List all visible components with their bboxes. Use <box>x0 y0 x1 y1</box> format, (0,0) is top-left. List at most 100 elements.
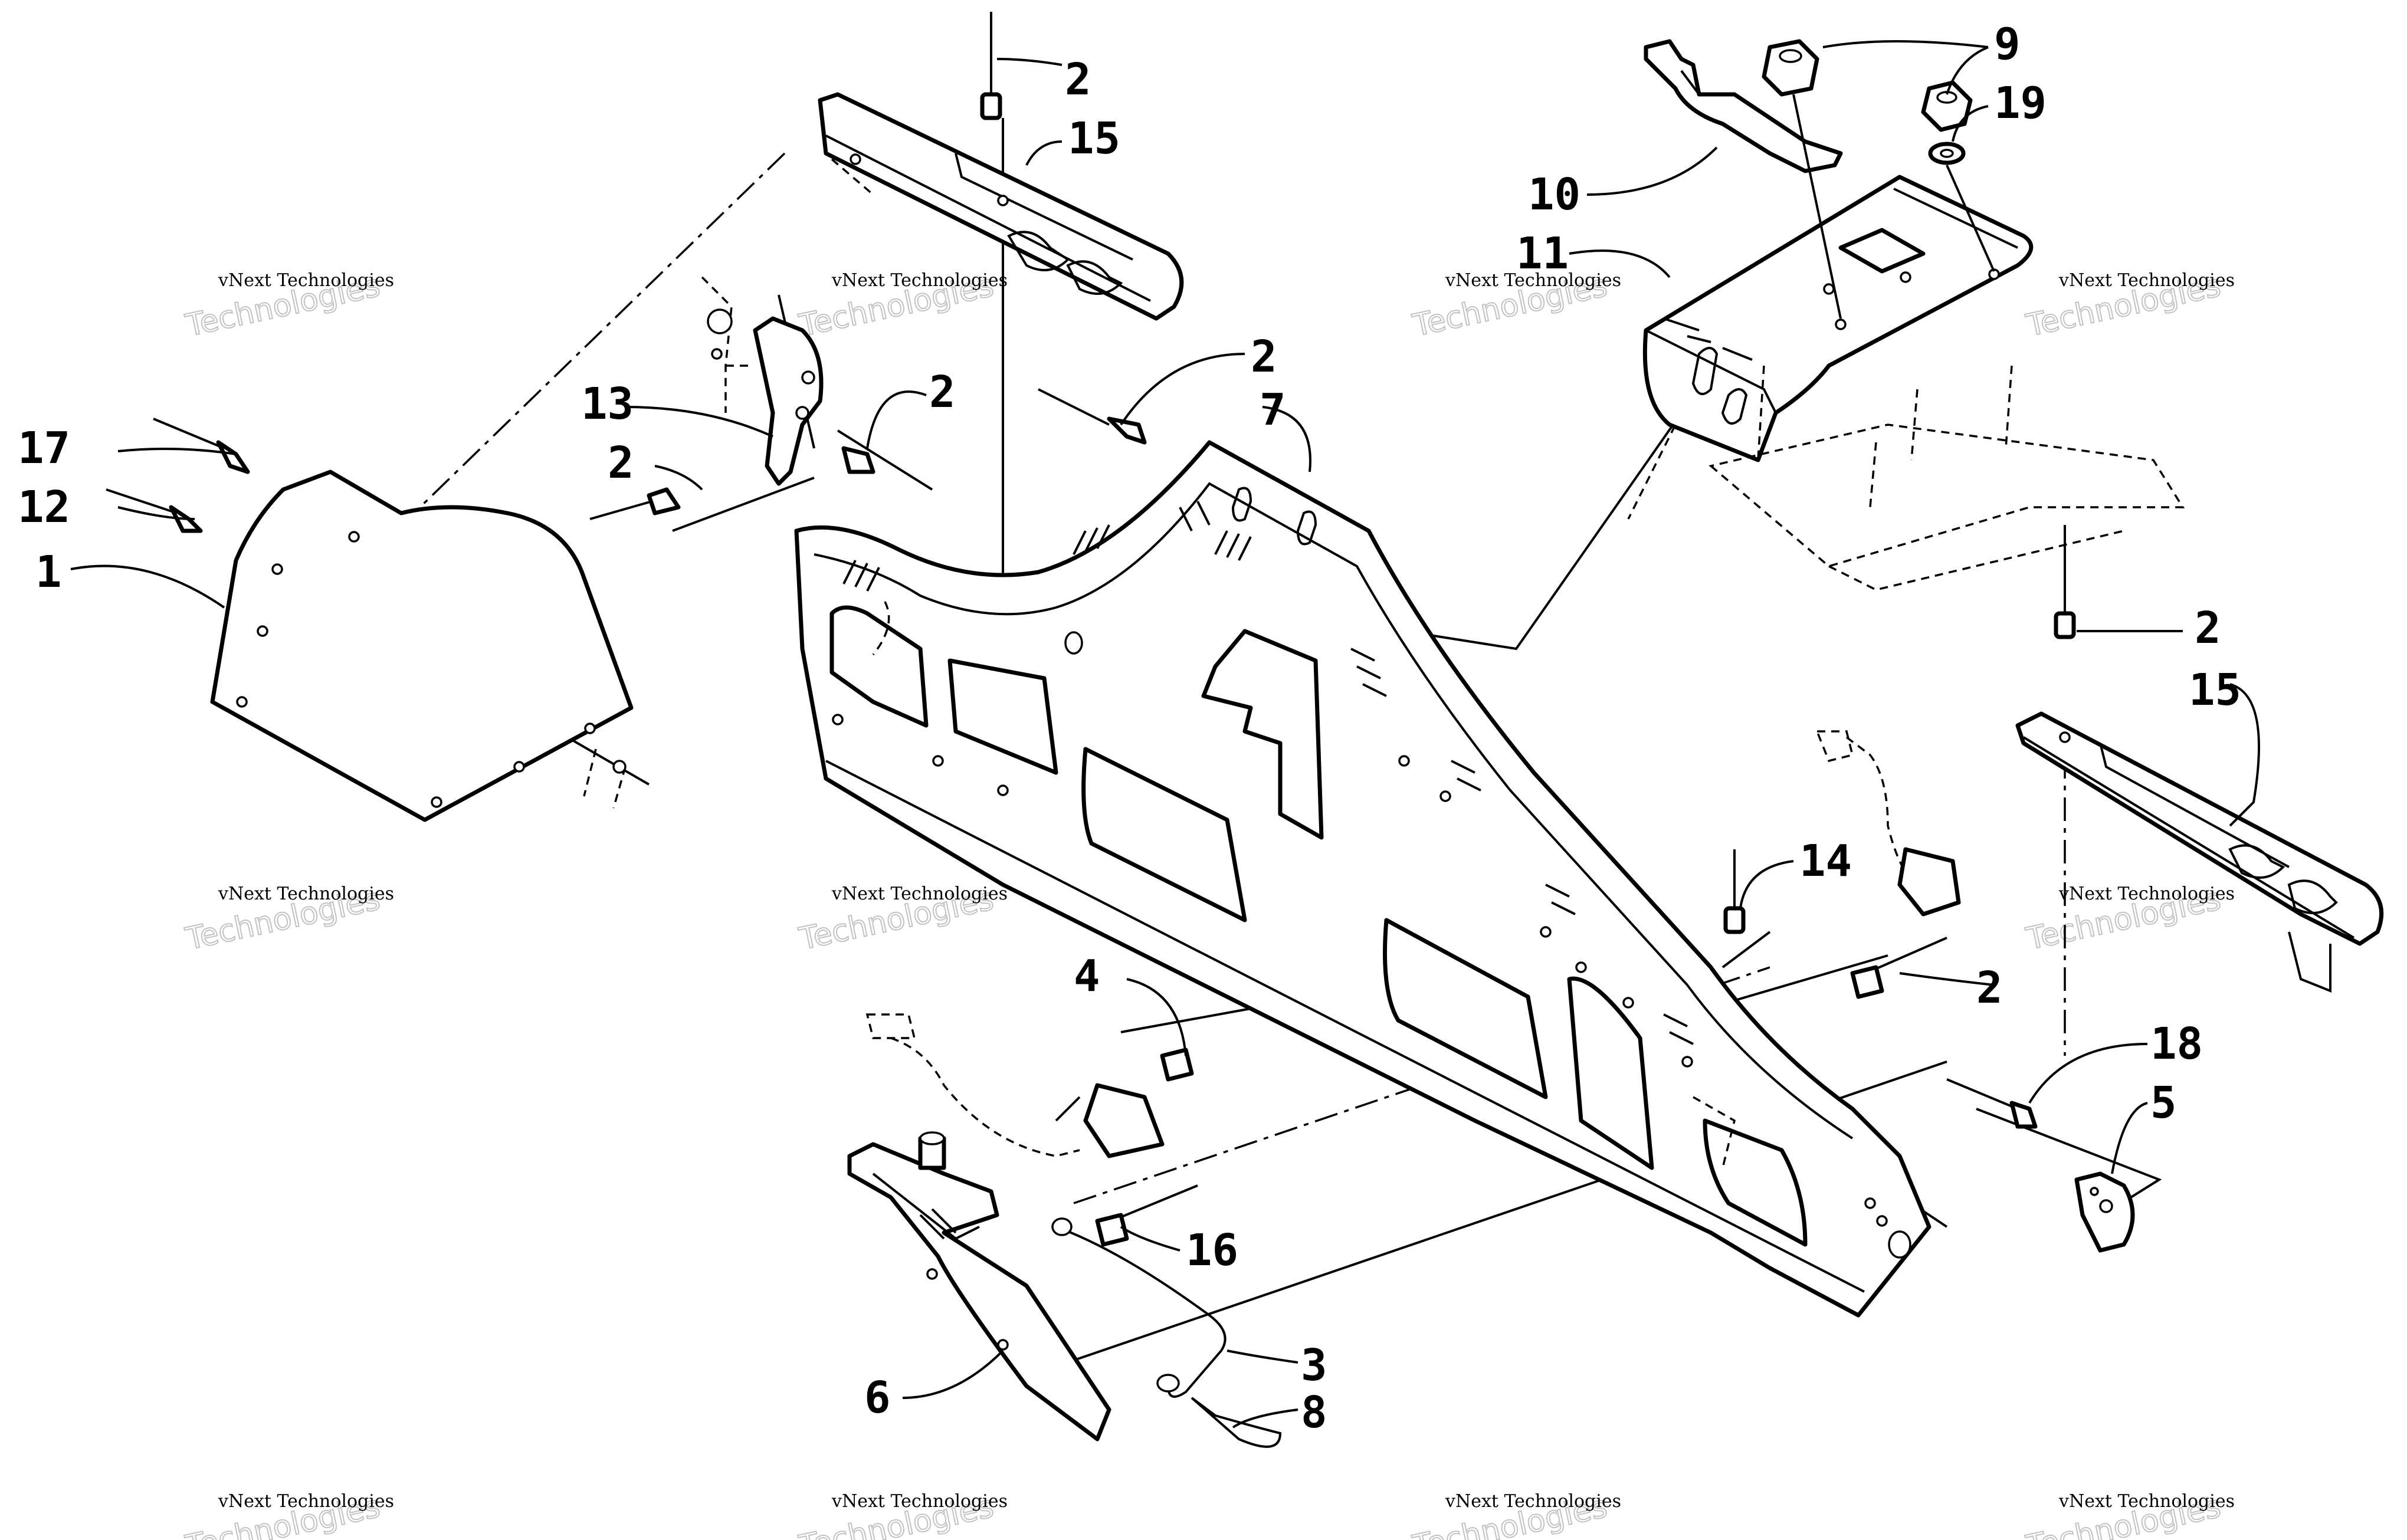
weld-mark <box>1179 501 1211 531</box>
watermark: Technologies vNext Technologies <box>182 881 394 958</box>
bracket-weld <box>919 1208 957 1240</box>
leader-2d <box>1120 353 1245 426</box>
bulkhead-cutout <box>829 605 929 728</box>
svg-text:vNext Technologies: vNext Technologies <box>1445 270 1621 291</box>
rail-flange <box>2099 743 2290 868</box>
bulkhead-hole <box>1888 1230 1911 1259</box>
leader-2b <box>866 390 927 449</box>
callout-11: 11 <box>1516 228 1569 279</box>
svg-text:vNext Technologies: vNext Technologies <box>218 884 394 904</box>
callout-15: 15 <box>1068 113 1120 164</box>
bracket-hole <box>711 348 723 360</box>
leader-9-b <box>1946 46 1989 95</box>
small-plate-hole <box>2099 1199 2113 1213</box>
watermark: Technologies vNext Technologies <box>182 268 394 344</box>
bracket-hole <box>707 308 733 334</box>
rail-hole <box>2059 731 2071 743</box>
plate-weld <box>1663 317 1753 361</box>
watermark: Technologies vNext Technologies <box>1409 268 1621 344</box>
leader-15a <box>1025 140 1063 166</box>
alignment-line <box>382 152 786 544</box>
bulkhead-bottom-edge <box>825 760 1865 1293</box>
plate-part-5 <box>2074 1171 2135 1253</box>
lanyard-eyelet <box>1051 1217 1073 1236</box>
callout-5: 5 <box>2150 1078 2177 1128</box>
rail-slot <box>1066 260 1123 295</box>
callout-9: 9 <box>1994 19 2021 70</box>
side-panel <box>210 469 634 822</box>
bulkhead-hole <box>1681 1056 1693 1068</box>
rivet <box>2054 525 2076 639</box>
watermark: Technologies vNext Technologies <box>2022 268 2235 344</box>
callout-2: 2 <box>608 438 634 488</box>
rail-slot <box>2287 879 2338 914</box>
rivet-head-part-4 <box>1160 1048 1194 1082</box>
panel-hole <box>271 563 283 575</box>
svg-text:vNext Technologies: vNext Technologies <box>2058 270 2235 291</box>
panel-hole <box>236 696 248 708</box>
svg-text:vNext Technologies: vNext Technologies <box>2058 1491 2235 1512</box>
callout-12: 12 <box>18 482 70 533</box>
callout-6: 6 <box>864 1372 891 1423</box>
leader-7 <box>1262 406 1311 472</box>
bulkhead-hole <box>832 714 844 725</box>
svg-text:vNext Technologies: vNext Technologies <box>1445 1491 1621 1512</box>
leader-14 <box>1739 860 1794 909</box>
alignment-line <box>1721 931 1771 968</box>
bulkhead-hole <box>1575 961 1587 973</box>
rail-edge <box>2022 736 2355 939</box>
nut-bore <box>1779 49 1802 63</box>
bulkhead-cutout-arrow <box>1201 629 1324 840</box>
washer-bore <box>1940 149 1954 158</box>
plate-fold <box>1645 329 1777 413</box>
rivet-head-part-17 <box>216 440 250 474</box>
harness-branch <box>1055 1096 1081 1122</box>
rivet <box>1038 388 1147 445</box>
rail-bracket-part-15-lower <box>2015 711 2384 993</box>
watermark: Technologies vNext Technologies <box>2022 881 2235 958</box>
weld-mark <box>1545 884 1576 915</box>
harness-module <box>1083 1083 1165 1158</box>
plate-slot <box>1721 388 1748 425</box>
rivet <box>980 12 1002 120</box>
watermark: Technologies vNext Technologies <box>795 1489 1008 1540</box>
panel-hidden-edge <box>583 748 627 809</box>
bulkhead-hole <box>997 784 1009 796</box>
leader-lines <box>70 40 2260 1429</box>
plate-hole <box>1823 283 1835 295</box>
rail-flange <box>955 153 1133 261</box>
rivet-head <box>647 487 681 515</box>
panel-hole <box>431 796 442 808</box>
wire-harness <box>865 730 1961 1448</box>
bulkhead-cutout <box>1567 976 1654 1170</box>
leader-4 <box>1126 978 1187 1056</box>
alignment-line <box>1403 412 1683 651</box>
small-plate-hole <box>2090 1187 2099 1196</box>
panel-hole <box>348 531 360 543</box>
bracket-part-13 <box>701 276 824 486</box>
bracket-part-6 <box>847 1131 1111 1442</box>
alignment-line <box>672 477 815 532</box>
watermark: Technologies vNext Technologies <box>795 881 1008 958</box>
svg-text:vNext Technologies: vNext Technologies <box>218 270 394 291</box>
bulkhead-inner-edge <box>814 482 1854 1140</box>
leader-11 <box>1569 249 1671 278</box>
svg-text:vNext Technologies: vNext Technologies <box>831 270 1008 291</box>
bracket-hole <box>801 370 815 385</box>
rivet-mandrel <box>1038 388 1110 426</box>
panel-hole <box>584 723 596 734</box>
leader-10 <box>1586 146 1718 196</box>
plate-slot <box>1691 347 1719 395</box>
rail-slot <box>2228 844 2285 879</box>
bracket-stud-top <box>919 1131 945 1145</box>
rivet <box>1723 849 1746 934</box>
leader-2f <box>1899 972 1995 986</box>
harness-connector <box>1815 730 1854 763</box>
plate-edge <box>1893 188 2018 249</box>
leader-2c <box>654 465 703 491</box>
leader-18 <box>2028 1043 2148 1104</box>
plate-hidden-frame <box>1708 423 2185 591</box>
leader-3 <box>1227 1349 1298 1364</box>
panel-hole <box>513 761 525 773</box>
harness-module <box>1897 847 1961 917</box>
